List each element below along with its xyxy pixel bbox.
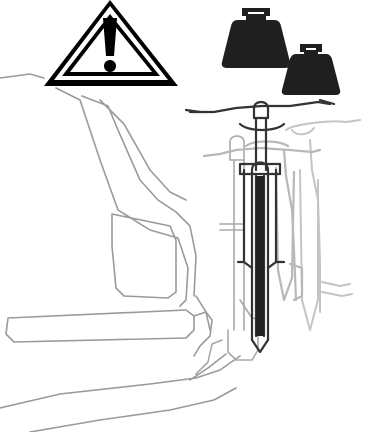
front-bike-brake (240, 124, 284, 130)
weight-icon (222, 8, 291, 68)
front-bike-grip-left (186, 110, 200, 112)
ghost-bike-1-wheel (276, 168, 294, 300)
front-bike-tyre-fill (256, 176, 264, 336)
front-bike-fork-left (244, 170, 252, 268)
ghost-bike-2-brake (292, 128, 314, 134)
rack-arm-front (220, 224, 244, 230)
front-bike-stem (254, 102, 268, 118)
car-bumper (6, 310, 194, 342)
car-roof-line (0, 74, 44, 78)
front-bike-handlebar (190, 102, 330, 112)
car-hatch-edge (100, 100, 186, 200)
car-body (0, 74, 240, 432)
warning-triangle-icon (44, 0, 178, 86)
car-bumper-lower (194, 312, 212, 356)
car-rear-pillar (56, 88, 188, 306)
weight-icon (282, 44, 341, 95)
ghost-bike-1-bars (204, 148, 320, 156)
ghost-bike-2-bars (286, 120, 360, 130)
ghost-bike-2-kickstand (322, 282, 352, 296)
front-bike-fork-right (268, 170, 276, 268)
rack-clamp (230, 136, 244, 160)
front-bike-fork-crown (240, 164, 280, 174)
car-underbody (0, 356, 240, 408)
ghost-bike-2-wheel (300, 170, 318, 330)
car-diffuser (190, 354, 226, 380)
rack-receiver (228, 330, 258, 360)
